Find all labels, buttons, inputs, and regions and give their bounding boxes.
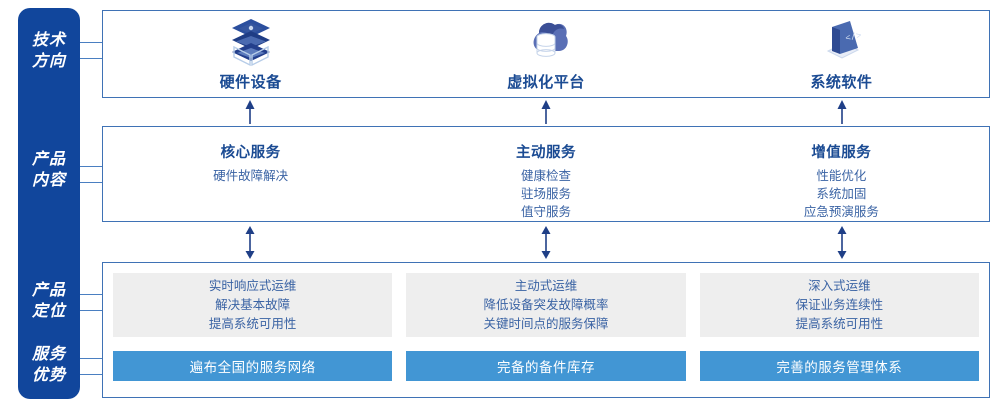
connector-line [80, 42, 108, 43]
advantage-label: 完善的服务管理体系 [776, 360, 903, 375]
technology-column-virtualization[interactable]: 虚拟化平台 [398, 11, 693, 97]
content-item: 健康检查 [520, 169, 571, 183]
content-item: 驻场服务 [520, 187, 571, 201]
category-rail: 技术 方向 产品 内容 产品 定位 服务 优势 [18, 8, 80, 399]
rail-label-line2: 内容 [31, 172, 66, 189]
arrow-up-icon [245, 100, 255, 124]
rail-label-line1: 产品 [31, 151, 66, 168]
content-item: 应急预演服务 [803, 205, 879, 219]
connector-line [80, 58, 108, 59]
positioning-line: 降低设备突发故障概率 [483, 297, 609, 312]
connector-line [80, 182, 108, 183]
positioning-card-proactive[interactable]: 主动式运维 降低设备突发故障概率 关键时间点的服务保障 [406, 273, 686, 337]
technology-column-system-software[interactable]: </> 系统软件 [694, 11, 989, 97]
connector-line [80, 310, 108, 311]
positioning-line: 提高系统可用性 [795, 316, 884, 331]
rail-label-line1: 服务 [31, 346, 66, 363]
positioning-line: 实时响应式运维 [208, 278, 297, 293]
laptop-code-icon: </> [827, 20, 863, 59]
content-column-value-added-service[interactable]: 增值服务 性能优化 系统加固 应急预演服务 [694, 127, 989, 221]
positioning-card-realtime[interactable]: 实时响应式运维 解决基本故障 提高系统可用性 [113, 273, 393, 337]
positioning-line: 关键时间点的服务保障 [483, 316, 609, 331]
server-stack-icon [231, 18, 270, 66]
svg-text:</>: </> [845, 30, 863, 43]
connector-line [80, 358, 108, 359]
advantage-label: 遍布全国的服务网络 [189, 360, 316, 375]
content-column-proactive-service[interactable]: 主动服务 健康检查 驻场服务 值守服务 [398, 127, 693, 221]
rail-label-line2: 方向 [31, 53, 66, 70]
positioning-card-indepth[interactable]: 深入式运维 保证业务连续性 提高系统可用性 [699, 273, 979, 337]
content-item: 硬件故障解决 [213, 169, 289, 183]
rail-label-product-content: 产品 内容 [18, 149, 80, 191]
positioning-row: 实时响应式运维 解决基本故障 提高系统可用性 主动式运维 降低设备突发故障概率 … [103, 273, 989, 337]
rail-label-line2: 定位 [31, 303, 66, 320]
content-title: 核心服务 [220, 145, 281, 161]
connector-line [80, 294, 108, 295]
positioning-line: 提高系统可用性 [208, 316, 297, 331]
rail-label-service-advantage: 服务 优势 [18, 344, 80, 386]
arrow-up-icon [837, 100, 847, 124]
rail-label-product-positioning: 产品 定位 [18, 280, 80, 322]
product-content-section: 核心服务 硬件故障解决 主动服务 健康检查 驻场服务 值守服务 增值服务 性能优… [102, 126, 990, 222]
advantage-row: 遍布全国的服务网络 完备的备件库存 完善的服务管理体系 [103, 351, 989, 381]
content-item: 系统加固 [816, 187, 867, 201]
rail-label-line1: 产品 [31, 282, 66, 299]
content-column-core-service[interactable]: 核心服务 硬件故障解决 [103, 127, 398, 221]
arrow-up-icon [541, 100, 551, 124]
rail-label-line2: 优势 [31, 367, 66, 384]
arrow-updown-icon [837, 226, 847, 259]
content-item: 值守服务 [520, 205, 571, 219]
advantage-bar-management-system[interactable]: 完善的服务管理体系 [699, 351, 979, 381]
content-item: 性能优化 [816, 169, 867, 183]
technology-label: 硬件设备 [219, 73, 282, 91]
arrow-updown-icon [245, 226, 255, 259]
positioning-advantage-section: 实时响应式运维 解决基本故障 提高系统可用性 主动式运维 降低设备突发故障概率 … [102, 262, 990, 398]
rail-label-technology-direction: 技术 方向 [18, 30, 80, 72]
positioning-line: 主动式运维 [514, 278, 578, 293]
content-title: 主动服务 [515, 145, 576, 161]
technology-direction-section: 硬件设备 [102, 10, 990, 98]
positioning-line: 解决基本故障 [215, 297, 291, 312]
content-title: 增值服务 [811, 145, 872, 161]
cloud-database-icon [533, 22, 568, 57]
technology-label: 虚拟化平台 [507, 73, 585, 91]
technology-column-hardware[interactable]: 硬件设备 [103, 11, 398, 97]
positioning-line: 深入式运维 [808, 278, 871, 293]
advantage-label: 完备的备件库存 [496, 360, 595, 375]
connector-line [80, 166, 108, 167]
arrow-updown-icon [541, 226, 551, 259]
advantage-bar-spare-parts[interactable]: 完备的备件库存 [406, 351, 686, 381]
connector-line [80, 374, 108, 375]
advantage-bar-service-network[interactable]: 遍布全国的服务网络 [113, 351, 393, 381]
rail-label-line1: 技术 [31, 32, 66, 49]
technology-label: 系统软件 [810, 73, 873, 91]
positioning-line: 保证业务连续性 [795, 297, 884, 312]
